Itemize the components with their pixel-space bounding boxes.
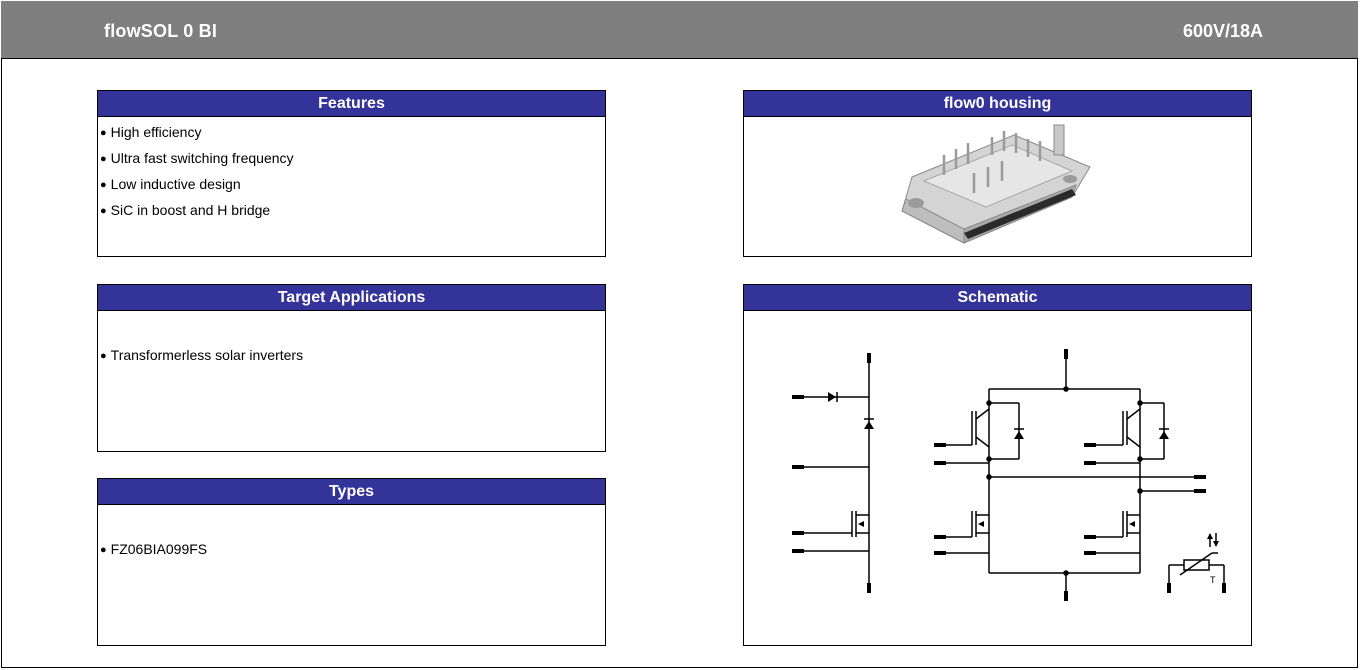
list-item-text: Low inductive design <box>110 176 241 192</box>
list-item: ●High efficiency <box>98 120 605 146</box>
bullet-icon: ● <box>100 127 107 139</box>
product-title: flowSOL 0 BI <box>104 21 218 41</box>
features-section: Features ●High efficiency ●Ultra fast sw… <box>97 90 606 257</box>
bullet-icon: ● <box>100 179 107 191</box>
list-item-text: FZ06BIA099FS <box>110 541 208 557</box>
applications-title: Target Applications <box>98 285 605 311</box>
bullet-icon: ● <box>100 153 107 165</box>
list-item: ●Ultra fast switching frequency <box>98 146 605 172</box>
circuit-schematic: T <box>792 349 1226 601</box>
bullet-icon: ● <box>100 205 107 217</box>
housing-title: flow0 housing <box>744 91 1251 117</box>
list-item-text: Transformerless solar inverters <box>110 347 304 363</box>
applications-list: ●Transformerless solar inverters <box>98 311 605 369</box>
bullet-icon: ● <box>100 350 107 362</box>
list-item: ●SiC in boost and H bridge <box>98 198 605 224</box>
applications-section: Target Applications ●Transformerless sol… <box>97 284 606 452</box>
page-header: flowSOL 0 BI 600V/18A <box>1 1 1358 59</box>
product-rating: 600V/18A <box>1182 21 1263 41</box>
features-list: ●High efficiency ●Ultra fast switching f… <box>98 117 605 224</box>
types-list: ●FZ06BIA099FS <box>98 505 605 563</box>
features-title: Features <box>98 91 605 117</box>
bullet-icon: ● <box>100 544 107 556</box>
list-item-text: Ultra fast switching frequency <box>110 150 294 166</box>
list-item-text: High efficiency <box>110 124 202 140</box>
list-item: ●Low inductive design <box>98 172 605 198</box>
types-title: Types <box>98 479 605 505</box>
list-item-text: SiC in boost and H bridge <box>110 202 271 218</box>
list-item: ●FZ06BIA099FS <box>98 537 605 563</box>
schematic-title: Schematic <box>744 285 1251 311</box>
housing-section: flow0 housing <box>743 90 1252 257</box>
types-section: Types ●FZ06BIA099FS <box>97 478 606 646</box>
module-photo <box>901 124 1091 244</box>
list-item: ●Transformerless solar inverters <box>98 343 605 369</box>
ntc-label: T <box>1210 575 1216 585</box>
schematic-section: Schematic <box>743 284 1252 646</box>
